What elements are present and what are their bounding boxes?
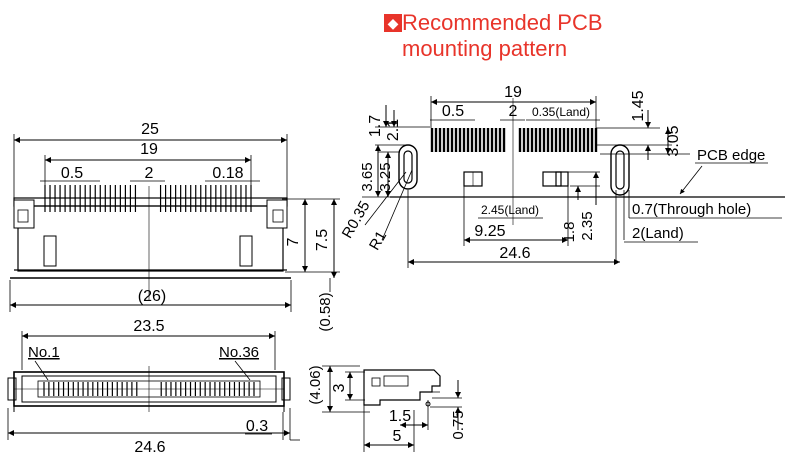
side-dim-5: 5 — [393, 428, 402, 445]
front-dim-contact: 0.18 — [212, 165, 243, 182]
front-dim-7-5: 7.5 — [314, 229, 331, 251]
pattern-heading: ◆Recommended PCB mounting pattern — [384, 10, 603, 62]
top-view: 23.5 No.1 No.36 24.6 0.3 — [7, 318, 300, 456]
pcb-dim-3-65: 3.65 — [359, 162, 376, 191]
pcb-land-row — [430, 128, 598, 152]
pcb-pattern-view: 19 0.5 2 0.35(Land) 1.7 2.1 3.65 3.25 — [339, 84, 785, 268]
pcb-dim-1-8: 1.8 — [561, 222, 578, 243]
pcb-dim-3-05: 3.05 — [665, 125, 682, 156]
pcb-edge-label: PCB edge — [697, 147, 765, 164]
pcb-dim-1-45: 1.45 — [630, 90, 647, 121]
side-dim-4-06: (4.06) — [307, 365, 324, 404]
side-dim-3: 3 — [331, 383, 348, 392]
diamond-icon: ◆ — [384, 14, 402, 32]
top-dim-24-6: 24.6 — [134, 439, 165, 456]
pcb-land-side: 2.45(Land) — [481, 203, 539, 217]
front-dim-center-gap: 2 — [145, 165, 154, 182]
side-view: (4.06) 3 1.5 5 0.75 — [307, 365, 467, 452]
side-dim-0-75: 0.75 — [450, 410, 467, 439]
heading-line-2: mounting pattern — [402, 36, 568, 61]
front-dim-19: 19 — [140, 141, 158, 158]
side-dim-1-5: 1.5 — [389, 408, 411, 425]
top-pin-last: No.36 — [219, 344, 259, 361]
pcb-dim-land-width: 0.35(Land) — [532, 105, 590, 119]
top-dim-0-3: 0.3 — [246, 418, 268, 435]
pcb-dim-9-25: 9.25 — [474, 223, 505, 240]
front-dim-0-58: (0.58) — [317, 292, 334, 331]
front-dim-25: 25 — [141, 121, 159, 138]
pcb-dim-1-7: 1.7 — [367, 115, 384, 137]
pcb-through-hole: 0.7(Through hole) — [632, 201, 751, 218]
pcb-dim-2-1: 2.1 — [385, 119, 402, 141]
pcb-land-2: 2(Land) — [632, 225, 684, 242]
pcb-dim-2-35: 2.35 — [579, 211, 596, 240]
front-dim-7: 7 — [285, 237, 302, 246]
pcb-dim-3-25: 3.25 — [377, 162, 394, 191]
top-dim-23-5: 23.5 — [133, 318, 164, 335]
pcb-dim-pitch: 0.5 — [442, 103, 464, 120]
pcb-dim-24-6: 24.6 — [499, 245, 530, 262]
heading-line-1: Recommended PCB — [402, 10, 603, 35]
top-pin-first: No.1 — [28, 344, 60, 361]
front-dim-26: (26) — [138, 288, 166, 305]
pcb-radius-1: R1 — [366, 228, 390, 253]
front-dim-pitch: 0.5 — [61, 165, 83, 182]
front-view: 25 19 0.5 2 0.18 7 7.5 — [9, 121, 340, 332]
pcb-dim-19: 19 — [504, 84, 522, 101]
pcb-radius-0-35: R0.35 — [339, 198, 374, 241]
